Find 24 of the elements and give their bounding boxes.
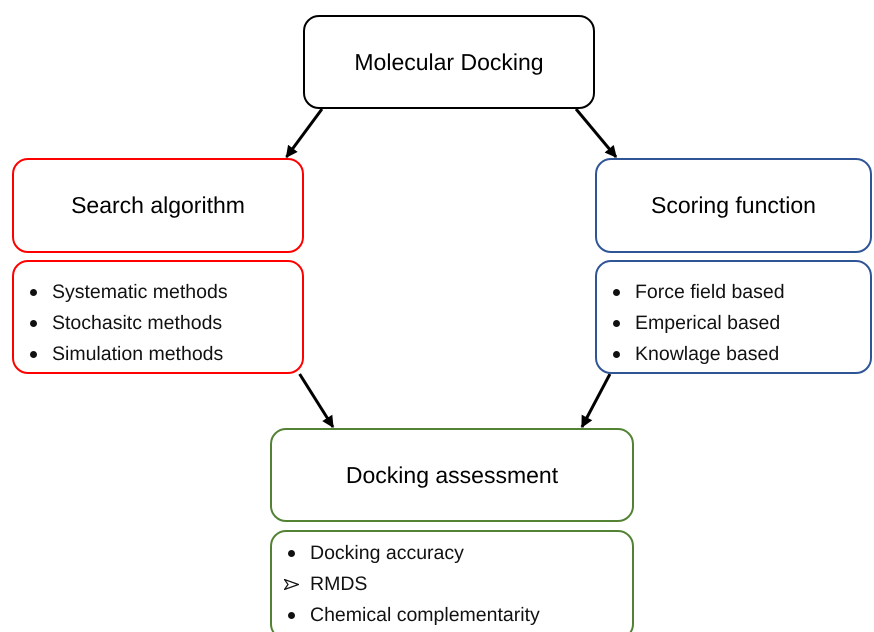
list-item: Knowlage based (635, 342, 780, 366)
box-title: Molecular Docking (353, 48, 545, 76)
box-title: Docking assessment (344, 462, 560, 488)
box-title: Scoring function (650, 192, 817, 219)
process-box (595, 158, 872, 253)
arrow (574, 108, 618, 158)
list-item: Chemical complementarity (310, 603, 540, 628)
list-box (270, 530, 634, 632)
arrow (285, 108, 324, 158)
list-item: Simulation methods (52, 342, 224, 366)
list-item: Emperical based (635, 310, 780, 336)
list-item: Stochasitc methods (52, 310, 222, 336)
list-box (595, 260, 872, 374)
arrow (298, 373, 334, 428)
arrow (580, 373, 612, 428)
list-item: Force field based (635, 280, 785, 304)
list-item: Systematic methods (52, 280, 228, 304)
process-box (12, 158, 304, 253)
list-box (12, 260, 304, 374)
list-item: Docking accuracy (310, 541, 464, 566)
box-title: Search algorithm (70, 192, 246, 219)
list-item: RMDS (310, 572, 368, 597)
process-box (270, 428, 634, 522)
process-box (303, 15, 595, 109)
